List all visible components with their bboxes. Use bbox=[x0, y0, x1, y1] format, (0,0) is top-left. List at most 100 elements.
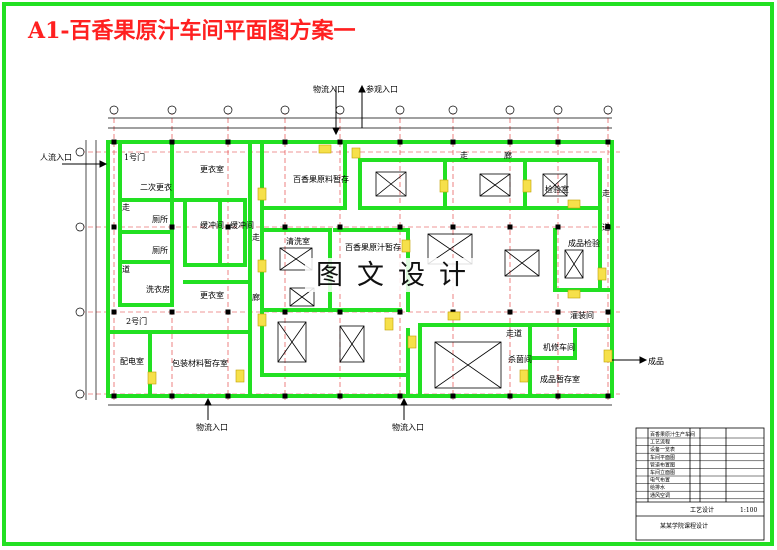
room-label: 成品暂存室 bbox=[540, 374, 580, 384]
title-block-scale: 1:100 bbox=[740, 507, 757, 514]
room-label: 洗衣房 bbox=[146, 284, 170, 294]
column-marker bbox=[169, 139, 175, 145]
column-marker bbox=[605, 224, 611, 230]
column-marker bbox=[507, 309, 513, 315]
column-marker bbox=[397, 309, 403, 315]
room-label: 更衣室 bbox=[200, 290, 224, 300]
column-marker bbox=[111, 393, 117, 399]
column-marker bbox=[111, 224, 117, 230]
room-label: 厕所 bbox=[152, 245, 168, 255]
column-marker bbox=[450, 224, 456, 230]
column-marker bbox=[605, 309, 611, 315]
room-label: 检验室 bbox=[545, 184, 569, 194]
watermark: 图文设计 bbox=[316, 260, 480, 291]
column-marker bbox=[507, 139, 513, 145]
walls bbox=[106, 140, 614, 398]
structural-columns bbox=[111, 139, 611, 399]
column-marker bbox=[450, 393, 456, 399]
column-marker bbox=[282, 139, 288, 145]
column-marker bbox=[605, 393, 611, 399]
table-row: 通风空调 bbox=[650, 492, 670, 499]
column-marker bbox=[225, 393, 231, 399]
column-marker bbox=[397, 139, 403, 145]
title-block-rows: 百香果原汁生产车间工艺流程设备一览表车间平面图管道布置图车间立面图电气布置给排水… bbox=[636, 431, 764, 500]
column-marker bbox=[169, 393, 175, 399]
table-row: 车间立面图 bbox=[650, 469, 675, 476]
column-marker bbox=[337, 309, 343, 315]
room-label: 廊 bbox=[504, 150, 512, 160]
column-marker bbox=[555, 139, 561, 145]
room-label: 配电室 bbox=[120, 356, 144, 366]
dimension-lines bbox=[85, 117, 612, 406]
room-label: 道 bbox=[122, 264, 130, 274]
bottom-entrance-label-1: 物流入口 bbox=[196, 422, 228, 432]
column-marker bbox=[225, 139, 231, 145]
column-marker bbox=[450, 139, 456, 145]
column-marker bbox=[397, 224, 403, 230]
room-label: 廊 bbox=[252, 292, 260, 302]
people-entrance-label: 人流入口 bbox=[40, 152, 72, 162]
column-marker bbox=[555, 393, 561, 399]
room-label: 清洗室 bbox=[286, 236, 310, 246]
table-row: 车间平面图 bbox=[650, 454, 675, 461]
room-label: 包装材料暂存室 bbox=[172, 358, 228, 368]
table-row: 设备一览表 bbox=[650, 446, 675, 453]
room-label: 2号门 bbox=[126, 316, 147, 326]
column-marker bbox=[225, 224, 231, 230]
column-marker bbox=[282, 309, 288, 315]
column-marker bbox=[337, 224, 343, 230]
title-block-drawing: 工艺设计 bbox=[690, 506, 714, 514]
material-entrance-label: 物流入口 bbox=[313, 84, 345, 94]
table-row: 管道布置图 bbox=[650, 461, 675, 468]
room-label: 走道 bbox=[506, 328, 522, 338]
column-marker bbox=[169, 309, 175, 315]
room-label: 道 bbox=[602, 222, 610, 232]
column-marker bbox=[605, 139, 611, 145]
column-marker bbox=[507, 393, 513, 399]
flow-arrows bbox=[62, 84, 648, 420]
room-label: 灌装间 bbox=[570, 310, 594, 320]
column-marker bbox=[111, 139, 117, 145]
column-marker bbox=[337, 139, 343, 145]
room-label: 更衣室 bbox=[200, 164, 224, 174]
room-label: 杀菌间 bbox=[508, 354, 532, 364]
product-exit-label: 成品 bbox=[648, 356, 664, 366]
room-label: 二次更衣 bbox=[140, 182, 172, 192]
room-label: 走 bbox=[122, 203, 130, 212]
room-label: 1号门 bbox=[124, 152, 145, 162]
room-label: 百香果原汁暂存 bbox=[345, 242, 401, 252]
room-labels: 1号门 更衣室 二次更衣 走 厕所 厕所 缓冲间 缓冲间 道 更衣室 洗衣房 2… bbox=[120, 150, 610, 384]
title-block bbox=[635, 427, 765, 541]
column-marker bbox=[169, 224, 175, 230]
title-block-footer: 某某学院课程设计 bbox=[660, 522, 708, 530]
room-label: 厕所 bbox=[152, 214, 168, 224]
drawing-title: A1-百香果原汁车间平面图方案一 bbox=[27, 18, 356, 44]
table-row: 电气布置 bbox=[650, 477, 670, 484]
column-marker bbox=[397, 393, 403, 399]
table-row: 工艺流程 bbox=[650, 439, 670, 446]
room-label: 成品检验 bbox=[568, 238, 600, 248]
watermark-bg bbox=[305, 258, 473, 292]
bottom-entrance-label-2: 物流入口 bbox=[392, 422, 424, 432]
column-marker bbox=[337, 393, 343, 399]
column-marker bbox=[111, 309, 117, 315]
visitor-entrance-label: 参观入口 bbox=[366, 84, 398, 94]
room-label: 缓冲间 bbox=[230, 220, 254, 230]
column-marker bbox=[225, 309, 231, 315]
column-marker bbox=[555, 224, 561, 230]
grid-bubbles bbox=[75, 105, 613, 399]
room-label: 缓冲间 bbox=[200, 220, 224, 230]
room-label: 走 bbox=[252, 233, 260, 242]
table-row: 百香果原汁生产车间 bbox=[650, 431, 695, 438]
table-row: 给排水 bbox=[650, 484, 665, 491]
column-marker bbox=[282, 393, 288, 399]
room-label: 走 bbox=[602, 189, 610, 198]
room-label: 机修车间 bbox=[543, 342, 575, 352]
column-marker bbox=[555, 309, 561, 315]
column-marker bbox=[282, 224, 288, 230]
column-marker bbox=[507, 224, 513, 230]
room-label: 走 bbox=[460, 151, 468, 160]
